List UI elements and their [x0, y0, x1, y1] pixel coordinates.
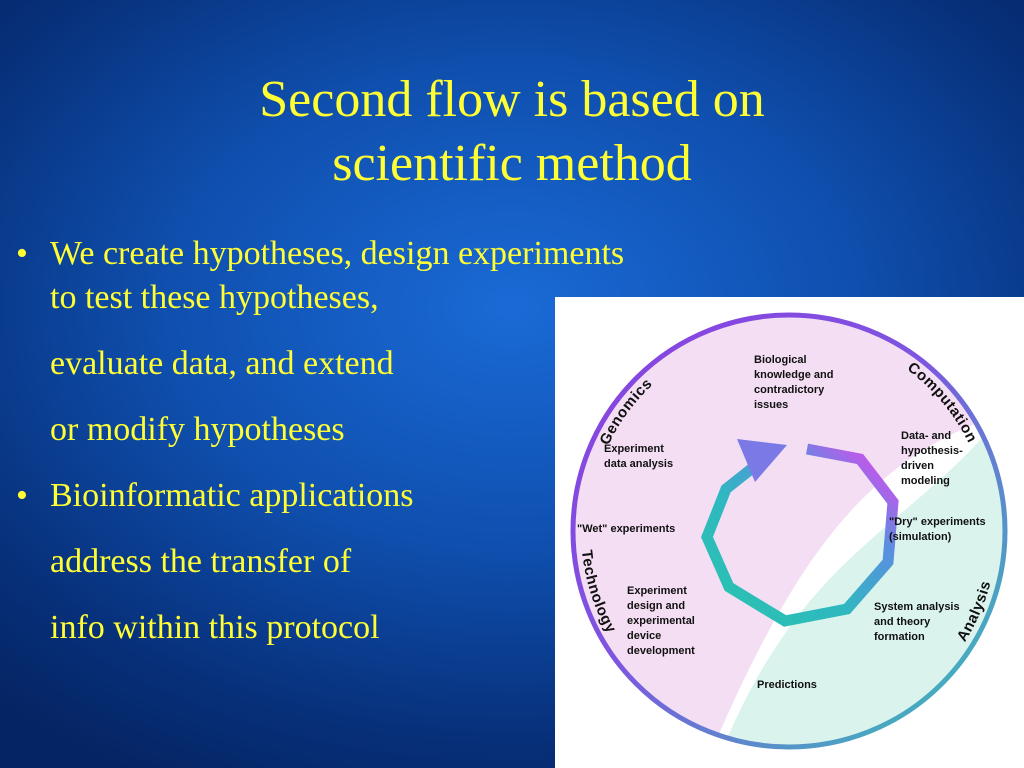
step-data-analysis: Experiment data analysis — [604, 443, 673, 470]
bullet-marker: • — [16, 477, 28, 514]
bullet-list: • We create hypotheses, design experimen… — [16, 232, 836, 650]
scientific-method-diagram: Genomics Computation Technology Analysis… — [555, 297, 1024, 768]
bullet-1-line-3: evaluate data, and extend — [16, 342, 836, 386]
pink-zone — [573, 315, 1005, 747]
diagram-svg: Genomics Computation Technology Analysis… — [570, 312, 1008, 750]
bullet-2-line-2: address the transfer of — [16, 540, 836, 584]
bullet-1-line-4: or modify hypotheses — [16, 408, 836, 452]
step-modeling: Data- and hypothesis- driven modeling — [901, 430, 966, 487]
bullet-1-line-1: • We create hypotheses, design experimen… — [16, 232, 836, 276]
step-biological-knowledge: Biological knowledge and contradictory i… — [754, 354, 837, 411]
bullet-text: or modify hypotheses — [50, 411, 345, 448]
bullet-text: address the transfer of — [50, 543, 352, 580]
bullet-text: info within this protocol — [50, 609, 380, 646]
bullet-text: We create hypotheses, design experiments — [50, 235, 625, 272]
bullet-text: to test these hypotheses, — [50, 279, 379, 316]
bullet-2-line-1: • Bioinformatic applications — [16, 474, 836, 518]
cycle-arrow-head — [737, 439, 787, 482]
bullet-text: evaluate data, and extend — [50, 345, 394, 382]
cycle-arrow — [701, 443, 899, 627]
step-system-analysis: System analysis and theory formation — [874, 601, 963, 643]
step-predictions: Predictions — [757, 679, 817, 691]
bullet-text: Bioinformatic applications — [50, 477, 414, 514]
outer-ring — [570, 312, 1008, 750]
slide-title: Second flow is based on scientific metho… — [112, 68, 912, 196]
step-dry-experiments: "Dry" experiments (simulation) — [889, 516, 989, 543]
bullet-marker: • — [16, 235, 28, 272]
title-line-1: Second flow is based on — [259, 71, 765, 128]
bullet-2-line-3: info within this protocol — [16, 606, 836, 650]
title-line-2: scientific method — [332, 135, 692, 192]
step-experiment-design: Experiment design and experimental devic… — [627, 585, 698, 657]
bullet-1-line-2: to test these hypotheses, — [16, 276, 836, 320]
step-wet-experiments: "Wet" experiments — [577, 523, 675, 535]
